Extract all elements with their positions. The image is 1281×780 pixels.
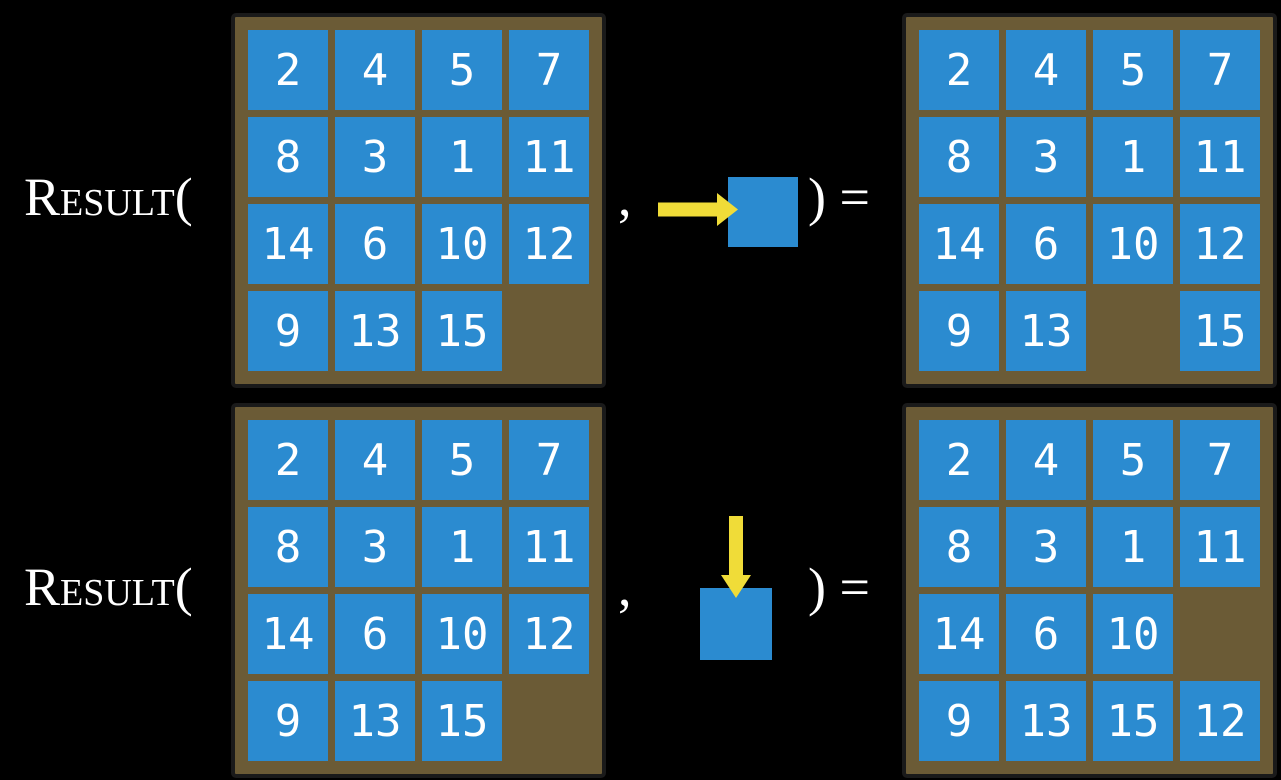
close-paren-equals: ) = (808, 557, 870, 617)
moved-tile-square (728, 177, 798, 247)
tile-12: 12 (509, 594, 589, 674)
tile-10: 10 (1093, 204, 1173, 284)
tile-12: 12 (509, 204, 589, 284)
tile-4: 4 (335, 420, 415, 500)
tile-2: 2 (919, 30, 999, 110)
tile-2: 2 (248, 420, 328, 500)
tile-1: 1 (1093, 117, 1173, 197)
tile-1: 1 (1093, 507, 1173, 587)
tile-12: 12 (1180, 204, 1260, 284)
tile-8: 8 (248, 507, 328, 587)
tile-9: 9 (919, 681, 999, 761)
tile-12: 12 (1180, 681, 1260, 761)
tile-3: 3 (1006, 507, 1086, 587)
tile-1: 1 (422, 117, 502, 197)
tile-13: 13 (1006, 681, 1086, 761)
tile-4: 4 (1006, 420, 1086, 500)
tile-15: 15 (422, 681, 502, 761)
blank-cell (1180, 594, 1260, 674)
tile-14: 14 (248, 594, 328, 674)
tile-8: 8 (919, 117, 999, 197)
tile-5: 5 (1093, 420, 1173, 500)
tile-8: 8 (919, 507, 999, 587)
blank-cell (1093, 291, 1173, 371)
comma-separator: , (618, 167, 632, 227)
move-action-right (650, 177, 798, 247)
tile-8: 8 (248, 117, 328, 197)
tile-6: 6 (1006, 594, 1086, 674)
move-action-down (700, 516, 776, 660)
tile-6: 6 (335, 594, 415, 674)
tile-11: 11 (509, 117, 589, 197)
tile-10: 10 (422, 204, 502, 284)
tile-5: 5 (422, 420, 502, 500)
tile-7: 7 (509, 30, 589, 110)
tile-5: 5 (422, 30, 502, 110)
tile-15: 15 (422, 291, 502, 371)
close-paren-equals: ) = (808, 167, 870, 227)
tile-14: 14 (248, 204, 328, 284)
result-function-label: Result( (24, 167, 193, 227)
tile-9: 9 (919, 291, 999, 371)
tile-10: 10 (422, 594, 502, 674)
tile-7: 7 (1180, 420, 1260, 500)
tile-9: 9 (248, 291, 328, 371)
tile-6: 6 (335, 204, 415, 284)
tile-2: 2 (248, 30, 328, 110)
tile-3: 3 (335, 117, 415, 197)
tile-11: 11 (1180, 507, 1260, 587)
tile-4: 4 (335, 30, 415, 110)
arrow-right-icon (658, 193, 738, 226)
tile-7: 7 (509, 420, 589, 500)
tile-13: 13 (1006, 291, 1086, 371)
tile-15: 15 (1093, 681, 1173, 761)
comma-separator: , (618, 557, 632, 617)
tile-15: 15 (1180, 291, 1260, 371)
blank-cell (509, 681, 589, 761)
tile-4: 4 (1006, 30, 1086, 110)
result-function-label: Result( (24, 557, 193, 617)
blank-cell (509, 291, 589, 371)
tile-13: 13 (335, 291, 415, 371)
tile-1: 1 (422, 507, 502, 587)
tile-14: 14 (919, 204, 999, 284)
tile-5: 5 (1093, 30, 1173, 110)
tile-11: 11 (1180, 117, 1260, 197)
tile-13: 13 (335, 681, 415, 761)
moved-tile-square (700, 588, 772, 660)
tile-7: 7 (1180, 30, 1260, 110)
tile-10: 10 (1093, 594, 1173, 674)
tile-14: 14 (919, 594, 999, 674)
tile-9: 9 (248, 681, 328, 761)
tile-6: 6 (1006, 204, 1086, 284)
tile-3: 3 (1006, 117, 1086, 197)
arrow-down-icon (721, 516, 751, 598)
tile-11: 11 (509, 507, 589, 587)
tile-3: 3 (335, 507, 415, 587)
tile-2: 2 (919, 420, 999, 500)
